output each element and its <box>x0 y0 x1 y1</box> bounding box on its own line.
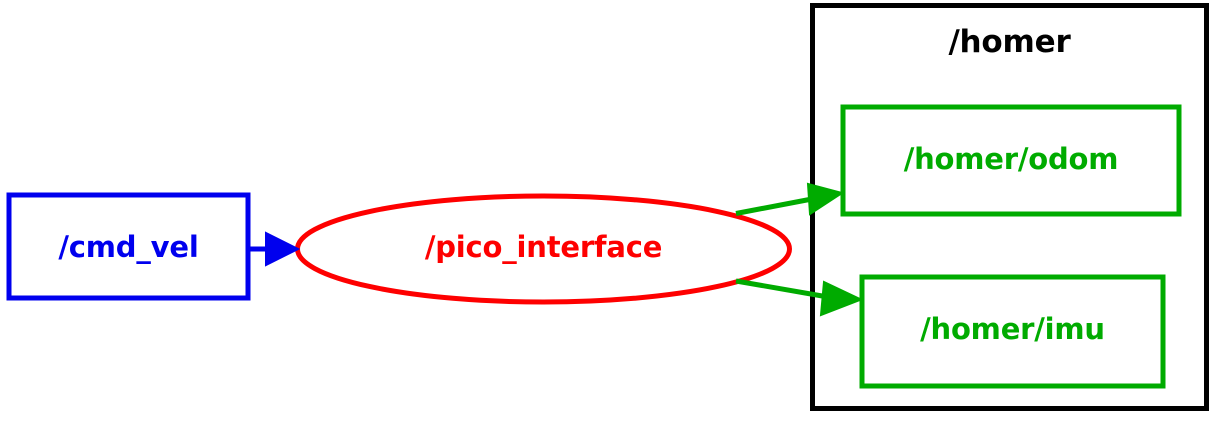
edge-pico-interface-to-homer-imu <box>735 278 864 317</box>
node-homer-odom-label: /homer/odom <box>903 142 1119 176</box>
edge-cmd-vel-to-pico-interface <box>249 231 301 267</box>
node-cmd-vel-label: /cmd_vel <box>58 230 199 264</box>
node-homer-imu-box[interactable] <box>859 274 1166 389</box>
node-homer-odom-box[interactable] <box>840 104 1182 217</box>
node-pico-interface-label: /pico_interface <box>424 230 663 264</box>
node-homer-imu-label: /homer/imu <box>920 312 1105 346</box>
cluster-homer-label: /homer <box>948 24 1071 60</box>
edge-pico-interface-to-homer-odom <box>735 182 845 216</box>
node-cmd-vel-box[interactable] <box>6 192 251 301</box>
